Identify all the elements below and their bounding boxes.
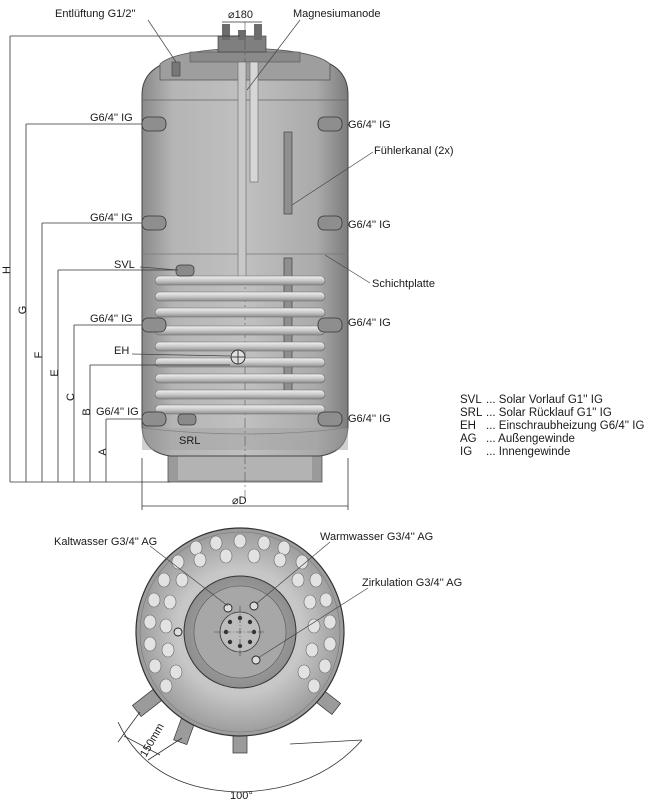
stratification-plate-label: Schichtplatte (372, 278, 435, 290)
sensor-channel-upper (283, 131, 293, 215)
tank-side-view (141, 22, 349, 500)
dim-letter-e: E (49, 369, 61, 376)
solar-coil (154, 275, 326, 415)
vent-pipe (171, 61, 181, 77)
cold-water-connection (223, 603, 233, 613)
port-label-right-1: G6/4'' IG (348, 119, 391, 131)
dim-letter-g: G (17, 306, 29, 315)
port-label-left-3: G6/4'' IG (90, 313, 133, 325)
cold-water-label: Kaltwasser G3/4'' AG (54, 536, 157, 548)
svl-connector (175, 264, 195, 277)
legend-abbr-ig: IG (460, 446, 472, 458)
side-ports (141, 116, 343, 427)
eh-label: EH (114, 345, 129, 357)
dimension-letters: H G F E C B A (1, 266, 109, 456)
port-label-right-4: G6/4'' IG (348, 413, 391, 425)
legend-text-srl: ... Solar Rücklauf G1'' IG (486, 407, 612, 419)
tank-bottom-view (131, 527, 345, 754)
spacing-label: 150mm (138, 721, 167, 759)
legend-text-ig: ... Innengewinde (486, 446, 570, 458)
legend-text-ag: ... Außengewinde (486, 433, 575, 445)
magnesium-anode-label: Magnesiumanode (293, 8, 380, 20)
sensor-channel-label: Fühlerkanal (2x) (374, 145, 453, 157)
legend-abbr-svl: SVL (460, 394, 482, 406)
port-label-left-2: G6/4'' IG (90, 212, 133, 224)
srl-connector (177, 413, 197, 426)
magnesium-anode (237, 61, 247, 278)
port-label-right-2: G6/4'' IG (348, 219, 391, 231)
circulation-label: Zirkulation G3/4'' AG (362, 577, 462, 589)
srl-label: SRL (179, 435, 200, 447)
vent-label: Entlüftung G1/2'' (55, 8, 136, 20)
dimension-lines (9, 21, 349, 510)
spacing-dimension (117, 711, 183, 761)
port-label-left-1: G6/4'' IG (90, 112, 133, 124)
dim-letter-c: C (65, 393, 77, 401)
diameter-d-label: ⌀D (232, 495, 247, 507)
port-labels: G6/4'' IG G6/4'' IG G6/4'' IG G6/4'' IG … (90, 112, 391, 425)
angle-label: 100° (230, 790, 253, 802)
svl-label: SVL (114, 259, 135, 271)
dim-letter-b: B (81, 408, 93, 415)
dim-letter-h: H (1, 266, 13, 274)
dim-letter-a: A (97, 448, 109, 456)
legend-text-svl: ... Solar Vorlauf G1'' IG (486, 394, 603, 406)
legend-text-eh: ... Einschraubheizung G6/4'' IG (486, 420, 645, 432)
legend-abbr-eh: EH (460, 420, 476, 432)
legend-abbr-srl: SRL (460, 407, 483, 419)
legend: SVL ... Solar Vorlauf G1'' IG SRL ... So… (460, 394, 645, 458)
bottom-leaders (149, 541, 369, 659)
warm-water-label: Warmwasser G3/4'' AG (320, 531, 433, 543)
leader-lines (131, 19, 374, 357)
port-label-left-4: G6/4'' IG (96, 406, 139, 418)
top-diameter-label: ⌀180 (228, 9, 253, 21)
port-label-right-3: G6/4'' IG (348, 317, 391, 329)
ring-holes (143, 533, 337, 694)
dim-letter-f: F (33, 351, 45, 358)
angle-arc (117, 721, 363, 793)
legend-abbr-ag: AG (460, 433, 477, 445)
